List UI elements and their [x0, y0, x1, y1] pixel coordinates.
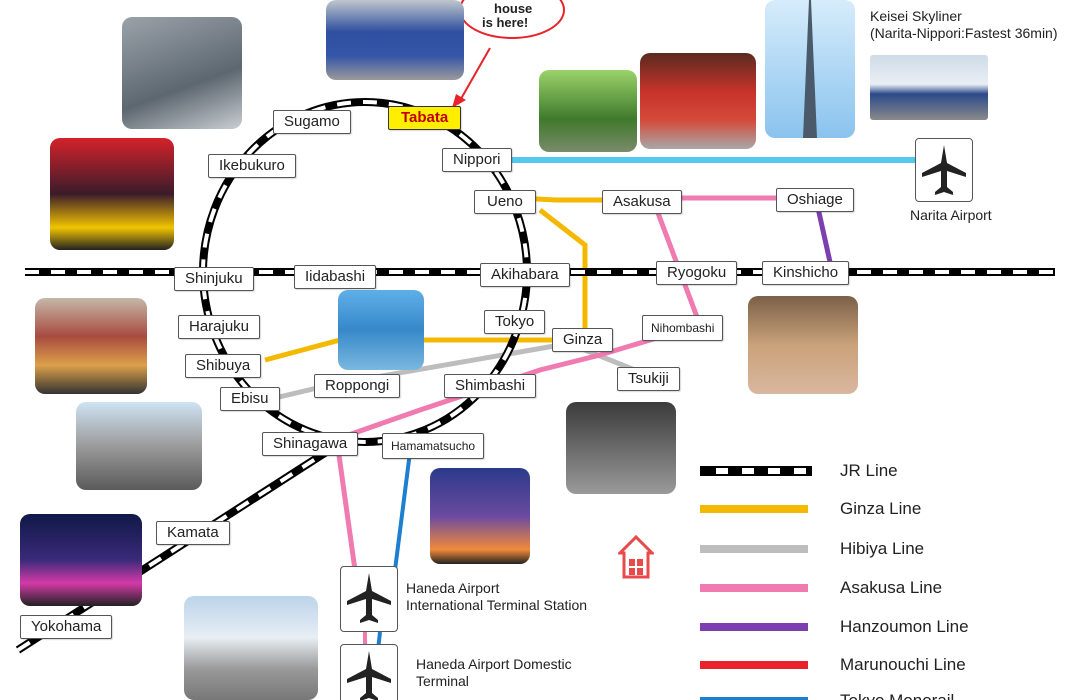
station-hamamatsucho[interactable]: Hamamatsucho [382, 433, 485, 459]
legend-swatch-hanzomon [700, 623, 808, 631]
airplane-icon [340, 644, 398, 700]
station-shibuya[interactable]: Shibuya [185, 354, 262, 378]
legend-label-monorail: Tokyo Monorail [840, 691, 954, 700]
station-shimbashi[interactable]: Shimbashi [444, 374, 537, 398]
photo-building [122, 17, 242, 129]
photo-sumo [748, 296, 858, 394]
photo-haneda [184, 596, 318, 700]
station-tabata[interactable]: Tabata [388, 106, 462, 130]
legend-item-hanzomon: Hanzoumon Line [700, 614, 1060, 640]
photo-harajuku [35, 298, 147, 394]
skytree-silhouette [803, 0, 817, 138]
photo-yokohama [20, 514, 142, 606]
legend-swatch-ginza [700, 505, 808, 513]
skyliner-subtitle: (Narita-Nippori:Fastest 36min) [870, 25, 1058, 41]
station-akihabara[interactable]: Akihabara [480, 263, 570, 287]
photo-ikebukuro [50, 138, 174, 250]
legend-label-jr: JR Line [840, 461, 898, 480]
legend-label-asakusa: Asakusa Line [840, 578, 943, 597]
airplane-icon [915, 138, 973, 202]
station-nippori[interactable]: Nippori [442, 148, 512, 172]
station-sugamo[interactable]: Sugamo [273, 110, 351, 134]
station-ueno[interactable]: Ueno [474, 190, 536, 214]
callout-arrow [457, 47, 491, 105]
airport-haneda-intl-line1: Haneda Airport [406, 580, 500, 596]
station-ginza[interactable]: Ginza [552, 328, 614, 352]
station-yokohama[interactable]: Yokohama [20, 615, 113, 639]
photo-asakusa [640, 53, 756, 149]
legend-item-asakusa: Asakusa Line [700, 575, 1060, 601]
station-tsukiji[interactable]: Tsukiji [617, 367, 680, 391]
station-roppongi[interactable]: Roppongi [314, 374, 401, 398]
station-kamata[interactable]: Kamata [156, 521, 230, 545]
legend-swatch-hibiya [700, 545, 808, 553]
house-icon [616, 534, 656, 581]
station-tokyo[interactable]: Tokyo [484, 310, 546, 334]
legend-item-monorail: Tokyo Monorail [700, 688, 1060, 700]
airplane-icon [340, 566, 398, 632]
legend-item-marunouchi: Marunouchi Line [700, 652, 1060, 678]
legend-swatch-marunouchi [700, 661, 808, 669]
callout-line1: house [494, 1, 533, 16]
photo-ueno-park [539, 70, 637, 152]
photo-tsukiji [566, 402, 676, 494]
airport-haneda-dom-line2: Terminal [416, 673, 469, 689]
legend-label-ginza: Ginza Line [840, 499, 922, 518]
monorail-line [393, 451, 412, 571]
station-shinjuku[interactable]: Shinjuku [174, 267, 254, 291]
photo-roppongi [338, 290, 424, 370]
legend-item-hibiya: Hibiya Line [700, 536, 1060, 562]
station-kinshicho[interactable]: Kinshicho [762, 261, 850, 285]
skyliner-title: Keisei Skyliner [870, 8, 962, 24]
station-ryogoku[interactable]: Ryogoku [656, 261, 738, 285]
station-iidabashi[interactable]: Iidabashi [294, 265, 377, 289]
legend-swatch-jr [700, 466, 812, 476]
legend-item-jr: JR Line [700, 458, 1060, 484]
legend-label-marunouchi: Marunouchi Line [840, 655, 966, 674]
hanzomon-line [815, 207, 833, 263]
station-ikebukuro[interactable]: Ikebukuro [208, 154, 296, 178]
photo-skyliner [870, 55, 988, 120]
station-harajuku[interactable]: Harajuku [178, 315, 261, 339]
callout-line2: is here! [482, 15, 529, 30]
photo-tokyo-tower [430, 468, 530, 564]
airport-narita: Narita Airport [910, 207, 992, 223]
station-asakusa[interactable]: Asakusa [602, 190, 682, 214]
station-oshiage[interactable]: Oshiage [776, 188, 854, 212]
station-shinagawa[interactable]: Shinagawa [262, 432, 359, 456]
legend-label-hibiya: Hibiya Line [840, 539, 925, 558]
legend-item-ginza: Ginza Line [700, 496, 1060, 522]
asakusa-line-haneda [335, 447, 358, 571]
legend-swatch-asakusa [700, 584, 808, 592]
callout-arrow-head [452, 94, 466, 108]
asakusa-line-south [319, 204, 704, 448]
airport-haneda-intl-line2: International Terminal Station [406, 597, 588, 613]
photo-house [326, 0, 464, 80]
airport-haneda-dom-line1: Haneda Airport Domestic [416, 656, 572, 672]
legend-swatch-monorail [700, 697, 808, 700]
station-ebisu[interactable]: Ebisu [220, 387, 280, 411]
station-nihombashi[interactable]: Nihombashi [642, 315, 724, 341]
legend-label-hanzomon: Hanzoumon Line [840, 617, 969, 636]
photo-shibuya [76, 402, 202, 490]
